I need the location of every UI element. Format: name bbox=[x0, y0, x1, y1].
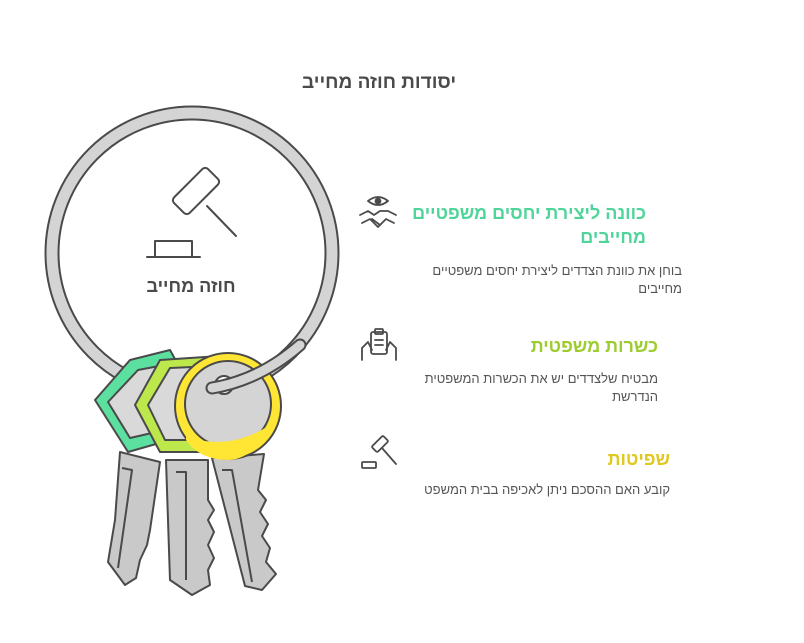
diagram-title: יסודות חוזה מחייב bbox=[301, 72, 457, 93]
key-blade-left bbox=[107, 451, 161, 586]
handshake-eye-icon bbox=[359, 196, 397, 228]
item-desc-capacity: מבטיח שלצדדים יש את הכשרות המשפטית הנדרש… bbox=[424, 371, 658, 404]
clipboard-hands-icon bbox=[361, 328, 397, 361]
center-label: חוזה מחייב bbox=[146, 276, 236, 296]
item-desc-intention: בוחן את כוונת הצדדים ליצירת יחסים משפטיי… bbox=[432, 263, 682, 296]
key-blade-middle bbox=[165, 459, 215, 596]
item-title-justiciability: שפיטות bbox=[607, 449, 670, 469]
item-title-intention: כוונה ליצירת יחסים משפטיים מחייבים bbox=[412, 203, 646, 247]
item-title-capacity: כשרות משפטית bbox=[530, 336, 658, 356]
key-blade-right bbox=[211, 453, 277, 591]
gavel-icon bbox=[361, 435, 397, 469]
gavel-icon bbox=[146, 166, 237, 258]
item-desc-justiciability: קובע האם ההסכם ניתן לאכיפה בבית המשפט bbox=[424, 482, 670, 497]
